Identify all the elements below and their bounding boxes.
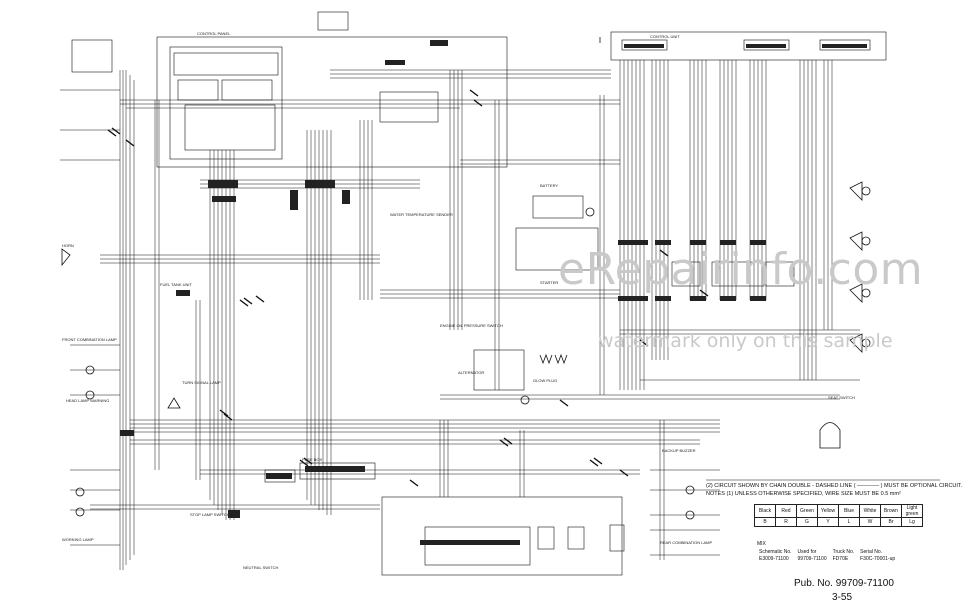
component-label: STARTER <box>540 280 559 285</box>
color-name: White <box>859 504 881 518</box>
component-label: WORKING LAMP <box>62 537 94 542</box>
color-code: W <box>859 517 881 527</box>
control-panel-inner <box>169 46 283 160</box>
color-code: B <box>754 517 776 527</box>
color-name: Green <box>796 504 818 518</box>
info-value: FD70E <box>832 555 849 562</box>
note-line: NOTES (1) UNLESS OTHERWISE SPECIFIED, WI… <box>706 491 901 497</box>
component-label: GLOW PLUG <box>533 378 558 383</box>
schematic-info-table: Schematic No. Used for Truck No. Serial … <box>756 548 898 562</box>
color-code: G <box>796 517 818 527</box>
control-panel-box <box>156 36 508 168</box>
info-header: Schematic No. <box>759 548 792 555</box>
component-label: SEAT SWITCH <box>828 395 855 400</box>
color-code: R <box>775 517 797 527</box>
color-name: Black <box>754 504 776 518</box>
info-header: Serial No. <box>860 548 883 555</box>
color-code: Y <box>817 517 839 527</box>
component-label: ENGINE OIL PRESSURE SWITCH <box>440 323 503 328</box>
component-label: FUSE BOX <box>302 457 323 462</box>
color-name: Blue <box>838 504 860 518</box>
component-label: REAR COMBINATION LAMP <box>660 540 713 545</box>
mid-module-right <box>765 261 795 287</box>
mid-module-center <box>711 261 765 287</box>
info-value: 99709-71100 <box>797 555 827 562</box>
component-label: ALTERNATOR <box>458 370 485 375</box>
component-label: CONTROL UNIT <box>650 34 680 39</box>
notes-block: (2) CIRCUIT SHOWN BY CHAIN DOUBLE - DASH… <box>706 482 976 498</box>
page-number: 3-55 <box>832 592 853 603</box>
color-code: L <box>838 517 860 527</box>
component-label: HORN <box>62 243 74 248</box>
publication-number: Pub. No. 99709-71100 <box>794 578 894 589</box>
component-label: FUEL TANK UNIT <box>160 282 192 287</box>
component-label: NEUTRAL SWITCH <box>243 565 279 570</box>
color-name: Brown <box>880 504 902 518</box>
info-heading: MIX <box>757 541 766 547</box>
info-header: Used for <box>797 548 817 555</box>
battery-box <box>532 195 584 219</box>
mid-module-left <box>671 261 701 287</box>
wire-color-table: Black Red Green Yellow Blue White Brown … <box>754 504 923 527</box>
component-label: HEAD LAMP WARNING <box>66 398 110 403</box>
component-label: BATTERY <box>540 183 559 188</box>
control-unit-box <box>610 31 887 61</box>
bottom-fuse-box <box>381 496 623 576</box>
color-name: Yellow <box>817 504 839 518</box>
component-label: BACKUP BUZZER <box>662 448 696 453</box>
component-label: FRONT COMBINATION LAMP <box>62 337 117 342</box>
note-line: (2) CIRCUIT SHOWN BY CHAIN DOUBLE - DASH… <box>706 483 963 489</box>
top-center-connector <box>317 11 349 31</box>
info-value: F30C-70001-up <box>860 555 896 562</box>
info-header: Truck No. <box>832 548 855 555</box>
component-label: STOP LAMP SWITCH <box>190 512 230 517</box>
info-value: E3009-71100 <box>759 555 789 562</box>
left-ecu <box>71 39 113 73</box>
starter-box <box>515 227 599 271</box>
flasher-box <box>299 462 376 480</box>
relay-box <box>379 91 439 123</box>
component-label: WATER TEMPERATURE SENDER <box>390 212 453 217</box>
color-name: Light green <box>901 504 923 518</box>
color-code: Lg <box>901 517 923 527</box>
component-label: TURN SIGNAL LAMP <box>182 380 221 385</box>
color-code: Br <box>880 517 902 527</box>
color-name: Red <box>775 504 797 518</box>
component-label: CONTROL PANEL <box>197 31 231 36</box>
